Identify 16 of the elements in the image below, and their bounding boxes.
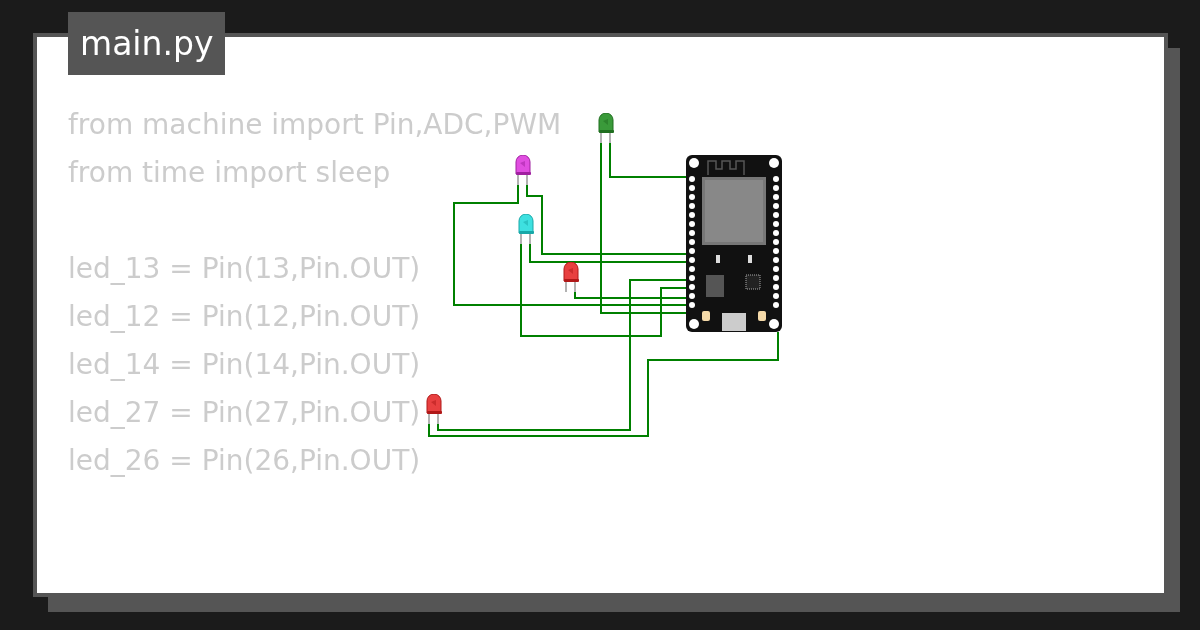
- wire: [428, 331, 779, 437]
- wire: [600, 142, 687, 314]
- led-drawing: [515, 155, 531, 185]
- microcontroller-board-drawing: [686, 155, 782, 332]
- wire: [453, 184, 687, 306]
- wire: [437, 279, 687, 431]
- wire: [520, 243, 687, 337]
- led-drawing: [426, 394, 442, 424]
- led-drawing: [598, 113, 614, 143]
- wire: [526, 184, 687, 255]
- wire: [574, 291, 687, 299]
- wire: [609, 142, 687, 178]
- wire: [529, 243, 687, 263]
- led-drawing: [518, 214, 534, 244]
- file-tab: main.py: [68, 12, 226, 75]
- led-drawing: [563, 262, 579, 292]
